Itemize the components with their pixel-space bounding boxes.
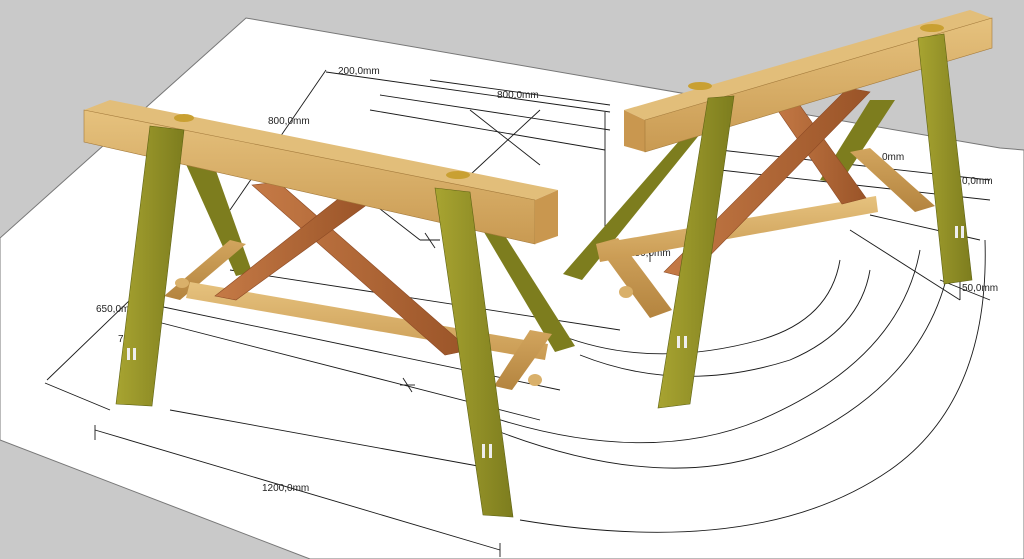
left-mortise-3 [482,444,485,458]
right-mortise-1 [677,336,680,348]
left-top-beam-top [84,100,558,200]
left-wedge-4 [446,171,470,179]
left-mortise-2 [133,348,136,360]
right-front-leg-2 [917,33,973,285]
right-mortise-2 [684,336,687,348]
dimension-200: 200,0mm [338,66,380,77]
left-top-beam-end [535,190,558,244]
right-mortise-4 [961,226,964,238]
left-wedge-3 [174,114,194,122]
left-front-leg-2 [434,187,514,518]
dimension-radius-b: 0,0mm [962,176,993,187]
left-trestle[interactable] [83,100,575,518]
right-front-leg-1 [657,95,735,409]
right-back-leg-1 [563,134,700,280]
left-wedge-2 [528,374,542,386]
right-wedge-1 [619,286,633,298]
right-mortise-3 [955,226,958,238]
left-back-leg-2 [478,222,575,352]
dimension-650: 650,0mm [96,304,138,315]
right-top-beam-front [624,110,645,152]
left-mortise-1 [127,348,130,360]
left-mortise-4 [489,444,492,458]
right-top-beam-top [624,10,992,120]
dimension-1200: 1200,0mm [262,483,309,494]
dimension-50: 50,0mm [962,283,998,294]
dimension-150: 150,0mm [629,248,671,259]
dimension-800-top: 800,0mm [497,90,539,101]
left-front-leg-1 [115,125,185,407]
dimension-800-left: 800,0mm [268,116,310,127]
right-trestle[interactable] [563,10,993,409]
right-stretcher-right [850,148,935,212]
right-stretcher-main [596,196,878,262]
right-wedge-2 [688,82,712,90]
dimension-radius-a: 0mm [882,152,904,163]
left-stretcher-right [494,330,552,390]
left-wedge-1 [175,278,189,288]
right-wedge-3 [920,24,944,32]
right-top-beam-side [644,17,993,153]
